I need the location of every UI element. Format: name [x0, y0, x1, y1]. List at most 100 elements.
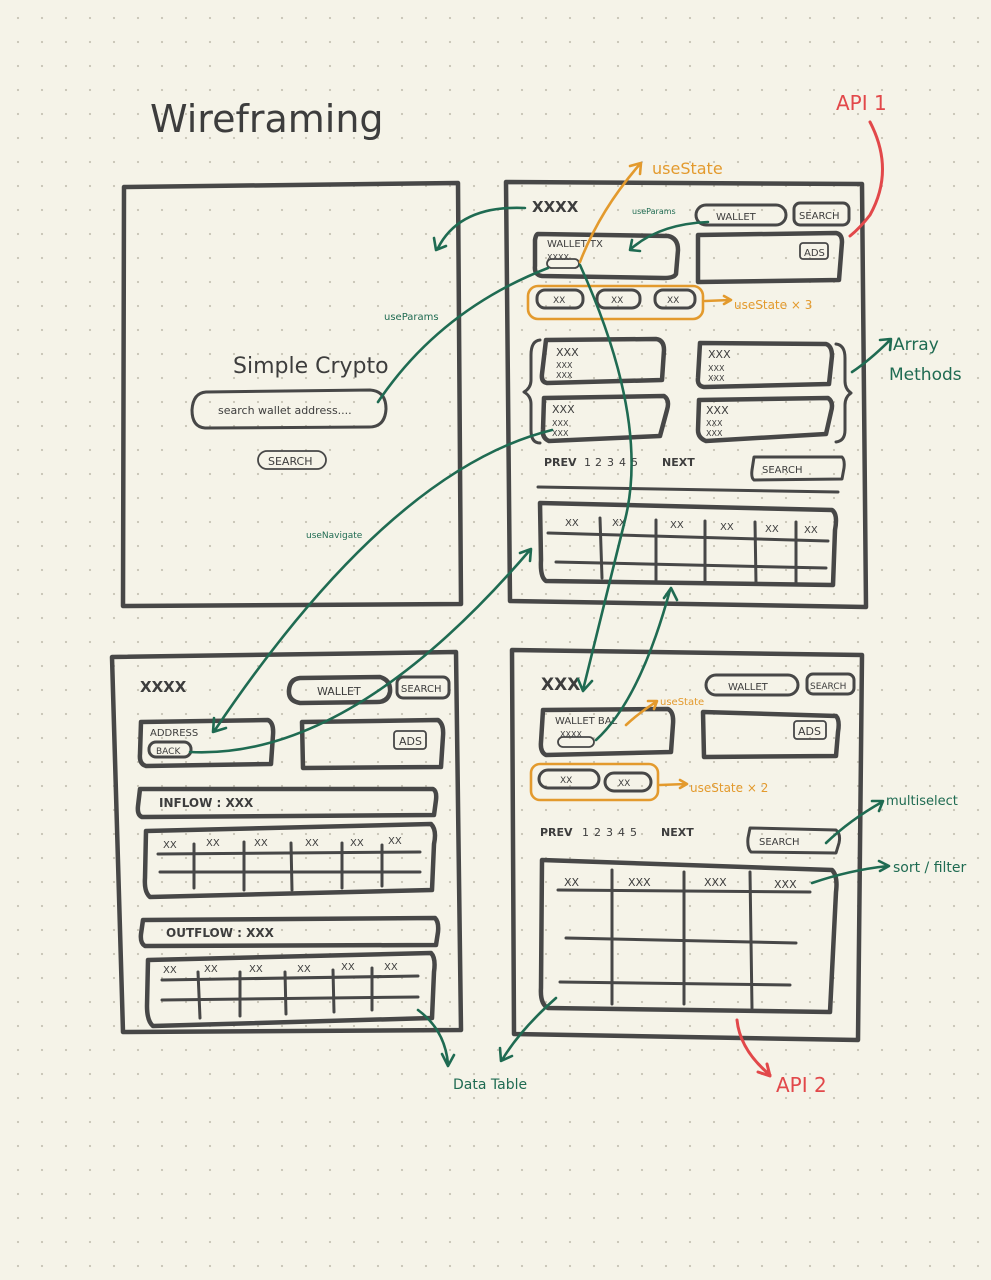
balance-table-header: XXX: [704, 876, 727, 889]
balance-tab[interactable]: XX: [537, 768, 601, 790]
balance-table-header: XXX: [628, 876, 651, 889]
pagination-page[interactable]: 1: [584, 456, 591, 469]
inflow-header: XX: [206, 838, 220, 849]
useparams-small-arrow: [628, 220, 710, 253]
wallet-pagination[interactable]: PREV 1 2 3 4 5 NEXT: [544, 456, 695, 469]
wallet-ads: ADS: [695, 230, 845, 285]
balance-search-button[interactable]: SEARCH: [805, 672, 856, 696]
balance-pagination-search-label: SEARCH: [759, 837, 799, 848]
pagination-prev[interactable]: PREV: [540, 826, 573, 839]
pagination-page[interactable]: 4: [619, 456, 626, 469]
address-wallet-button-label: WALLET: [317, 685, 361, 698]
home-search-button[interactable]: SEARCH: [257, 450, 327, 470]
wallet-card-line: XXX: [706, 419, 723, 428]
data-table-arrow-left: [416, 1008, 456, 1068]
pagination-page[interactable]: 2: [594, 826, 601, 839]
api1-label: API 1: [836, 91, 887, 115]
wallet-card-title: XXX: [556, 346, 579, 359]
address-search-button[interactable]: SEARCH: [395, 675, 451, 700]
logo-arrow: [432, 206, 527, 252]
outflow-header: XX: [249, 964, 263, 975]
wallet-tab[interactable]: XX: [653, 288, 697, 310]
wallet-table-header: XX: [720, 522, 734, 533]
usenavigate-label: useNavigate: [306, 531, 363, 541]
outflow-header: XX: [297, 964, 311, 975]
pagination-prev[interactable]: PREV: [544, 456, 577, 469]
home-search-placeholder: search wallet address....: [218, 404, 352, 417]
balance-tabs-highlight: [529, 762, 660, 802]
wallet-tab[interactable]: XX: [595, 288, 642, 310]
wallet-to-balance-arrow: [576, 263, 633, 693]
multiselect-arrow: [824, 799, 885, 845]
wallet-tab[interactable]: XX: [535, 288, 585, 310]
pagination-page[interactable]: 3: [607, 456, 614, 469]
balance-sub: XXXX: [560, 730, 582, 739]
usestate-x2-arrow: [658, 778, 689, 790]
pagination-page[interactable]: 5: [630, 826, 637, 839]
outflow-label: OUTFLOW : XXX: [166, 926, 275, 940]
balance-pagination-search-button[interactable]: SEARCH: [746, 826, 842, 855]
balance-pill[interactable]: [557, 736, 595, 748]
wallet-table-header: XX: [565, 518, 579, 529]
inflow-header: XX: [254, 838, 268, 849]
usestate-x3-arrow: [703, 294, 733, 306]
inflow-table: XX XX XX XX XX XX: [142, 821, 438, 900]
wallet-card[interactable]: XXX XXX XXX: [695, 395, 835, 444]
wallet-card[interactable]: XXX XXX XXX: [539, 336, 667, 386]
page-title: Wireframing: [150, 97, 384, 141]
home-search-button-label: SEARCH: [268, 455, 313, 468]
home-app-title: Simple Crypto: [233, 354, 389, 379]
usestate-x3-label: useState × 3: [734, 298, 812, 312]
balance-pagination[interactable]: PREV 1 2 3 4 5 NEXT: [540, 826, 694, 839]
balance-tab[interactable]: XX: [603, 771, 653, 793]
wallet-nav-button[interactable]: WALLET: [694, 203, 788, 227]
api2-arrow: [735, 1018, 772, 1078]
wallet-card[interactable]: XXX XXX XXX: [695, 340, 835, 390]
wallet-search-button[interactable]: SEARCH: [792, 201, 851, 227]
inflow-bar: INFLOW : XXX: [135, 786, 439, 820]
wallet-ads-label: ADS: [804, 248, 825, 259]
useparams-left-label: useParams: [384, 312, 439, 323]
outflow-header: XX: [204, 964, 218, 975]
pagination-page[interactable]: 3: [606, 826, 613, 839]
balance-wallet-button[interactable]: WALLET: [704, 673, 800, 697]
inflow-header: XX: [350, 838, 364, 849]
address-card: ADDRESS BACK: [137, 717, 276, 769]
wallet-card-line: XXX: [556, 361, 573, 370]
inflow-header: XX: [388, 836, 402, 847]
screen-address: XXXX WALLET SEARCH ADDRESS BACK ADS INFL…: [109, 649, 464, 1035]
wallet-tx-label: WALLET TX: [547, 239, 603, 250]
wallet-tx-card: WALLET TX XXXX: [532, 231, 681, 281]
balance-table-header: XX: [564, 876, 580, 889]
pagination-page[interactable]: 2: [595, 456, 602, 469]
wallet-pagination-search-button[interactable]: SEARCH: [750, 455, 846, 482]
wallet-tab-label: XX: [553, 296, 565, 306]
wallet-table-header: XX: [804, 525, 818, 536]
pagination-next[interactable]: NEXT: [662, 456, 695, 469]
wallet-card-line: XXX: [556, 371, 573, 380]
wallet-card-line: XXX: [708, 374, 725, 383]
balance-table-header: XXX: [774, 878, 797, 891]
pagination-page[interactable]: 4: [618, 826, 625, 839]
wallet-card-line: XXX: [706, 429, 723, 438]
balance-ads: ADS: [700, 709, 841, 760]
useparams-left-arrow: [376, 266, 550, 404]
wallet-tx-pill[interactable]: [546, 258, 580, 269]
array-methods-label-2: Methods: [889, 365, 962, 385]
pagination-next[interactable]: NEXT: [661, 826, 694, 839]
address-back-label: BACK: [156, 747, 181, 757]
api2-label: API 2: [776, 1073, 827, 1097]
address-wallet-button[interactable]: WALLET: [286, 674, 393, 706]
wallet-tab-label: XX: [611, 296, 623, 306]
outflow-bar: OUTFLOW : XXX: [138, 915, 441, 949]
data-table-arrow-right: [498, 996, 558, 1063]
pagination-page[interactable]: 1: [582, 826, 589, 839]
wallet-card-title: XXX: [552, 403, 575, 416]
wallet-tx-sub: XXXX: [547, 253, 569, 262]
usenavigate-arrow-2: [188, 547, 533, 754]
home-search-input[interactable]: search wallet address....: [190, 388, 388, 430]
wallet-card[interactable]: XXX XXX XXX: [540, 393, 671, 444]
address-back-button[interactable]: BACK: [147, 740, 193, 759]
pagination-page[interactable]: 5: [631, 456, 638, 469]
usestate-small-label: useState: [660, 697, 704, 708]
